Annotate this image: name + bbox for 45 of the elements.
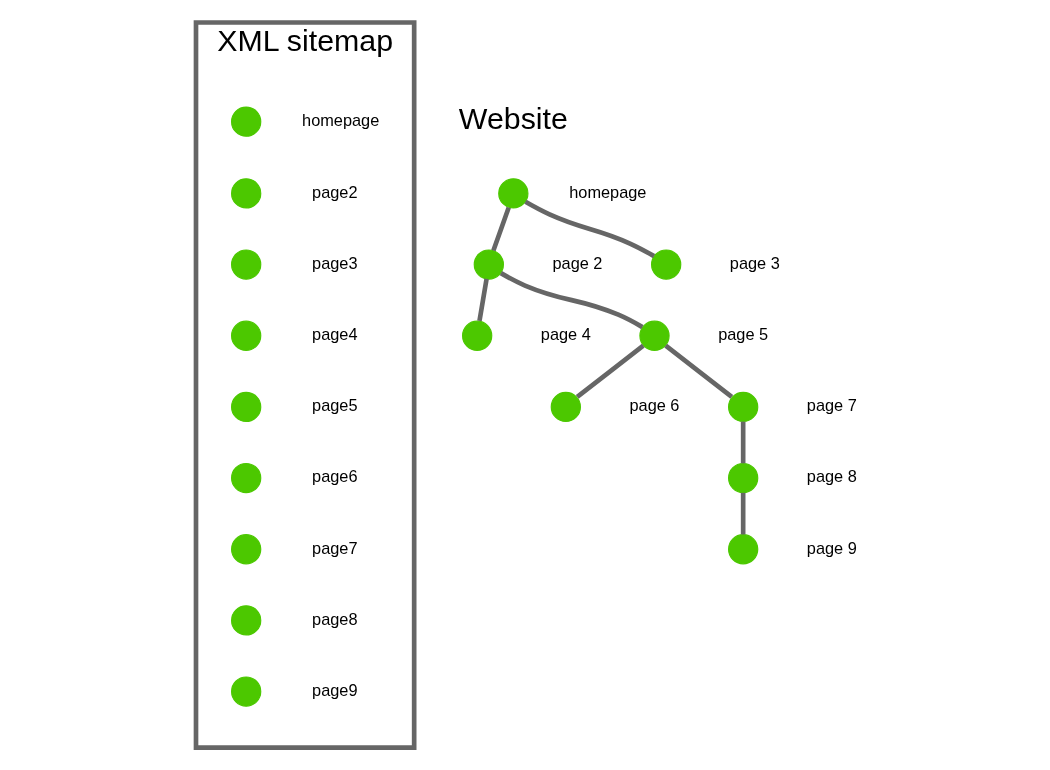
node-label: page5 — [312, 396, 358, 415]
node-circle — [462, 320, 493, 351]
connector — [499, 271, 644, 330]
node-label: page 3 — [729, 253, 780, 272]
node-circle — [550, 391, 581, 423]
node-label: homepage — [302, 110, 380, 129]
node-label: page 7 — [806, 396, 857, 415]
node-circle — [651, 249, 682, 280]
node-circle — [231, 249, 262, 280]
node-label: page 9 — [806, 538, 857, 557]
node-circle — [231, 605, 262, 636]
node-circle — [498, 178, 529, 209]
node-circle — [728, 534, 759, 565]
node-label: page2 — [312, 182, 358, 201]
node-circle — [231, 462, 262, 494]
node-circle — [231, 320, 262, 351]
connector — [740, 421, 746, 464]
node-label: page 8 — [806, 467, 857, 486]
connector — [477, 278, 489, 322]
connector — [664, 343, 734, 399]
node-label: page8 — [312, 609, 358, 628]
node-circle — [231, 178, 262, 209]
node-circle — [231, 391, 262, 423]
node-circle — [728, 391, 759, 423]
connector — [491, 206, 511, 252]
node-circle — [473, 249, 504, 280]
node-label: homepage — [569, 182, 647, 201]
node-label: page4 — [312, 325, 358, 344]
node-label: page 6 — [629, 396, 680, 415]
connector — [524, 199, 656, 259]
connector — [575, 343, 645, 399]
node-label: page7 — [312, 538, 358, 557]
label: Website — [458, 101, 568, 135]
node-label: page3 — [312, 253, 358, 272]
node-circle — [728, 462, 759, 494]
node-circle — [231, 676, 262, 707]
node-label: page9 — [312, 680, 358, 699]
connector — [740, 492, 746, 535]
node-label: page 5 — [718, 325, 769, 344]
node-circle — [639, 320, 670, 351]
node-circle — [231, 106, 262, 137]
node-label: page 2 — [552, 253, 603, 272]
node-label: page6 — [312, 467, 358, 486]
node-label: page 4 — [540, 325, 591, 344]
node-circle — [231, 534, 262, 565]
